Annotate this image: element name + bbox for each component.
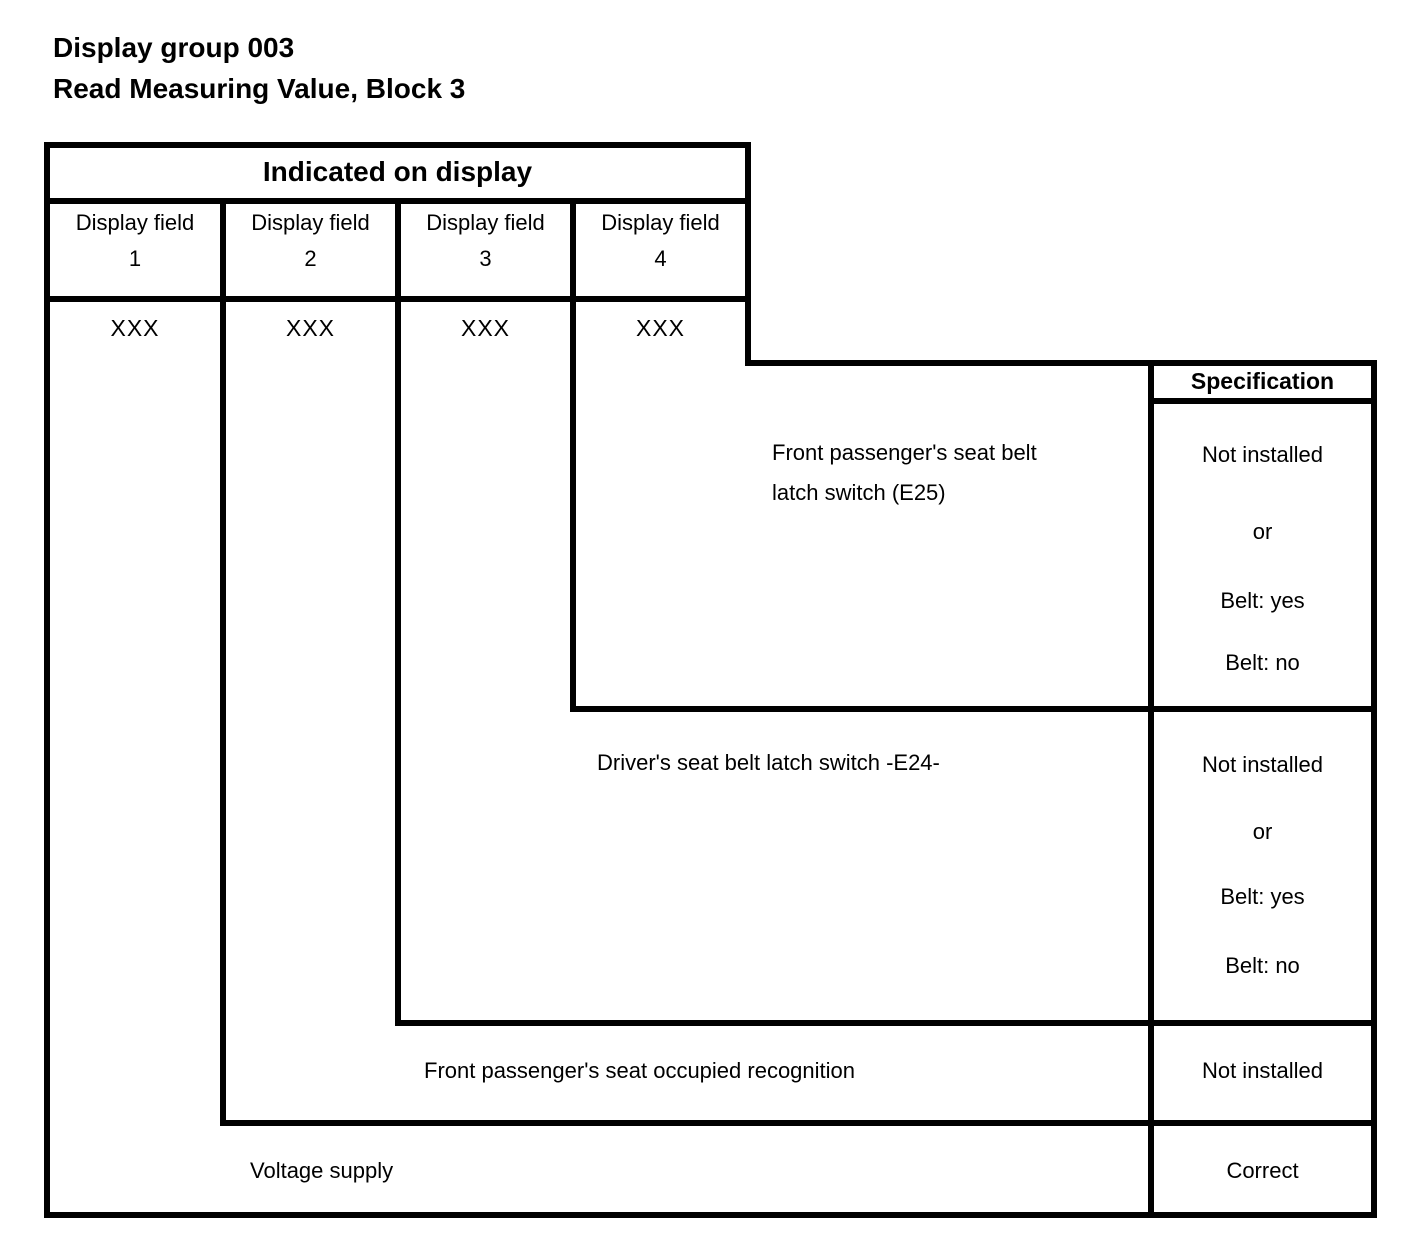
border-table-top	[44, 142, 751, 148]
border-step-row-4-top	[220, 1120, 1377, 1126]
display-field-label-4: Display field	[601, 210, 720, 235]
spec-e24-line-1: Not installed	[1201, 752, 1324, 777]
display-field-label-3: Display field	[426, 210, 545, 235]
row-label-e25-line-2: latch switch (E25)	[772, 480, 946, 505]
display-field-value-2: XXX	[285, 315, 336, 341]
border-left-outer	[44, 142, 50, 1218]
row-label-seat-occupied: Front passenger's seat occupied recognit…	[424, 1058, 856, 1083]
border-step-row-1-top	[745, 360, 1377, 366]
spec-e24-line-4: Belt: no	[1225, 953, 1300, 978]
spec-e25-line-2: or	[1252, 519, 1273, 544]
display-field-header-2: Display field 2	[226, 205, 395, 277]
row-label-e25: Front passenger's seat belt latch switch…	[772, 433, 1037, 513]
display-field-number-4: 4	[654, 246, 667, 271]
spec-e25-line-4: Belt: no	[1225, 650, 1300, 675]
border-step-row-3-top	[395, 1020, 1377, 1026]
display-field-header-3: Display field 3	[401, 205, 570, 277]
display-field-header-1: Display field 1	[50, 205, 220, 277]
row-label-voltage-supply: Voltage supply	[250, 1158, 394, 1183]
row-label-e24: Driver's seat belt latch switch -E24-	[597, 750, 940, 775]
display-field-value-1: XXX	[110, 315, 160, 341]
border-right-outer	[1371, 360, 1377, 1218]
display-field-header-4: Display field 4	[576, 205, 745, 277]
display-field-label-2: Display field	[251, 210, 370, 235]
title-line-2: Read Measuring Value, Block 3	[53, 73, 466, 104]
border-col4-right	[745, 142, 751, 366]
display-field-number-3: 3	[479, 246, 492, 271]
border-step-row-2-top	[570, 706, 1377, 712]
border-col4-left	[570, 198, 576, 712]
display-field-number-1: 1	[128, 246, 142, 271]
indicated-on-display-header: Indicated on display	[262, 156, 533, 187]
specification-header: Specification	[1190, 368, 1335, 394]
page-title: Display group 003 Read Measuring Value, …	[53, 27, 465, 109]
spec-e25-line-1: Not installed	[1201, 442, 1324, 467]
border-spec-column-left	[1148, 360, 1154, 1218]
spec-seat-occupied: Not installed	[1201, 1058, 1324, 1083]
border-col2-left	[220, 198, 226, 1126]
border-under-specification-header	[1148, 398, 1377, 404]
display-field-number-2: 2	[304, 246, 317, 271]
border-bottom	[44, 1212, 1377, 1218]
border-col3-left	[395, 198, 401, 1026]
spec-e24-line-2: or	[1252, 819, 1273, 844]
display-field-label-1: Display field	[75, 210, 195, 235]
spec-e24-line-3: Belt: yes	[1220, 884, 1305, 909]
row-label-e25-line-1: Front passenger's seat belt	[772, 440, 1037, 465]
display-field-value-4: XXX	[635, 315, 686, 341]
spec-voltage-supply: Correct	[1226, 1158, 1299, 1183]
title-line-1: Display group 003	[53, 32, 295, 63]
spec-e25-line-3: Belt: yes	[1220, 588, 1305, 613]
display-field-value-3: XXX	[460, 315, 511, 341]
